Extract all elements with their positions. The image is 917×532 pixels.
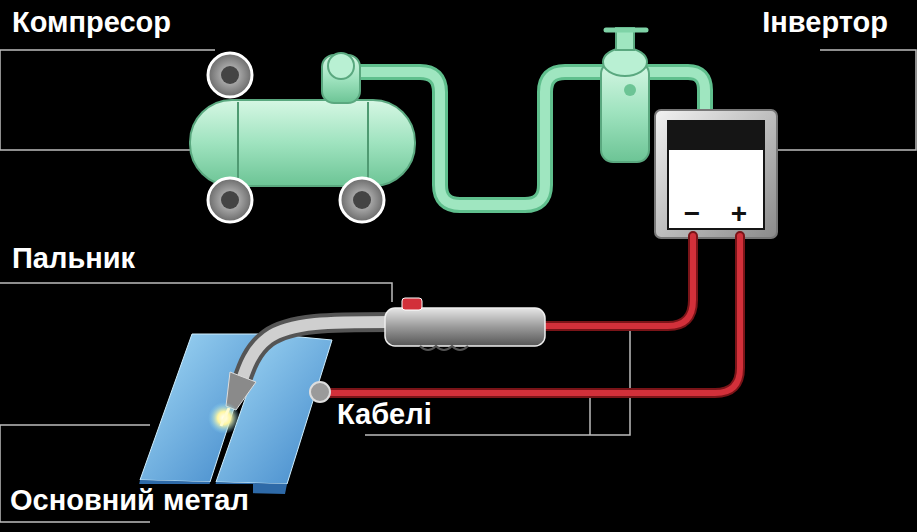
part-label: Компресор (8, 6, 175, 39)
part-label: Інвертор (758, 6, 892, 39)
part-label: Кабелі (333, 398, 436, 431)
inverter (655, 110, 777, 238)
air-filter (601, 28, 649, 162)
part-label: Основний метал (6, 484, 253, 517)
terminal-sign: − (684, 198, 700, 230)
cables (326, 236, 740, 393)
base-metal (138, 334, 332, 494)
torch (208, 298, 545, 434)
terminal-sign: + (731, 198, 747, 230)
leader-lines (0, 50, 916, 522)
compressor (190, 53, 705, 222)
part-label: Пальник (8, 242, 139, 275)
